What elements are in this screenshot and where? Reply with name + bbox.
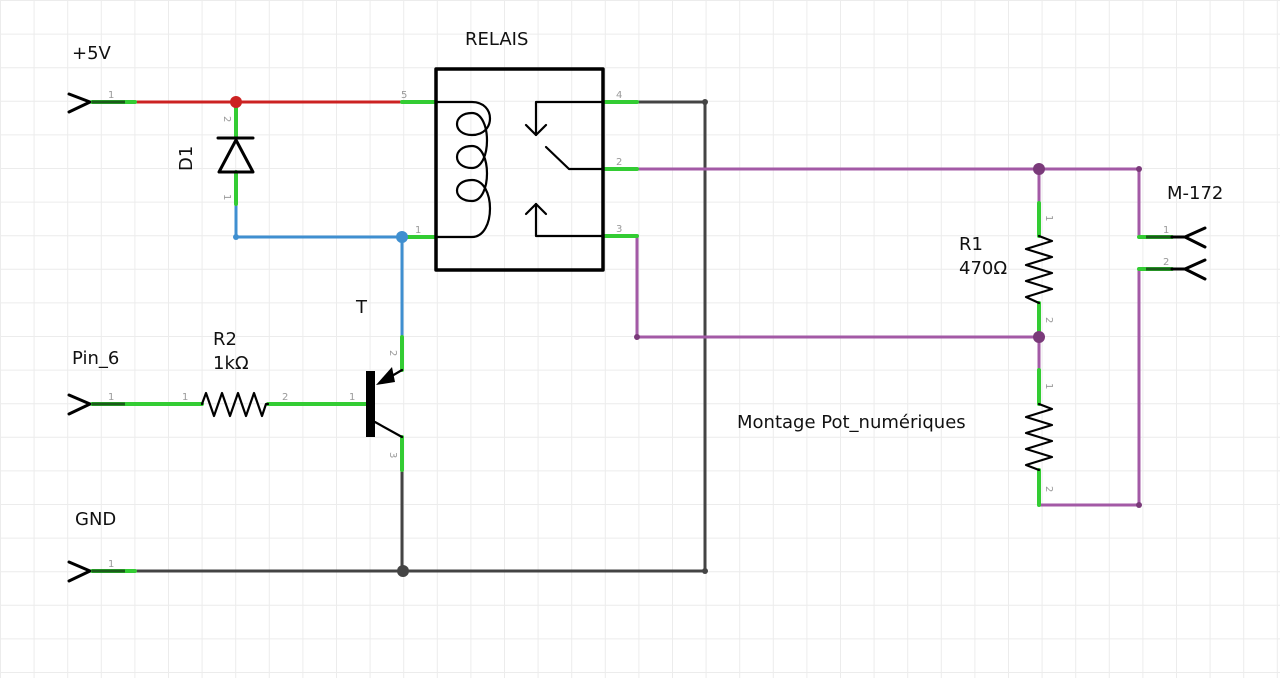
pin-number: 2	[1163, 257, 1169, 268]
junction-coil[interactable]	[396, 231, 408, 243]
relay-coil-icon	[434, 100, 491, 239]
pin-number: 1	[108, 559, 114, 570]
pin-number: 2	[387, 350, 398, 356]
pin-number: 1	[349, 392, 355, 403]
resistor-zigzag-icon	[1024, 402, 1054, 472]
port-label-pin6: Pin_6	[72, 348, 120, 369]
resistor-label-r2: R2	[213, 329, 237, 350]
pin-number: 1	[182, 392, 188, 403]
pin-number: 2	[1043, 486, 1054, 492]
pin-number: 1	[221, 194, 232, 200]
pin-number: 1	[108, 392, 114, 403]
resistor-value-r2: 1kΩ	[213, 353, 249, 374]
junction-contact-corner-c	[1136, 502, 1142, 508]
transistor-base-bar	[366, 371, 375, 437]
resistor-pot[interactable]	[1024, 402, 1054, 472]
port-label-m172: M-172	[1167, 183, 1224, 204]
port-label-gnd: GND	[75, 509, 117, 530]
pin-number: 1	[415, 225, 421, 236]
diode-d1[interactable]	[216, 136, 255, 174]
pin-number: 5	[401, 90, 407, 101]
resistor-label-r1: R1	[959, 234, 983, 255]
relay-no-contact	[534, 202, 605, 238]
pin-number: 3	[387, 452, 398, 458]
port-label-vcc: +5V	[72, 43, 111, 64]
transistor-t[interactable]	[366, 367, 404, 439]
pin-number: 1	[1163, 225, 1169, 236]
pin-number: 2	[221, 116, 232, 122]
pin-number: 4	[616, 90, 622, 101]
pin-number: 1	[108, 90, 114, 101]
relay-no-arrow-icon	[524, 202, 548, 216]
junction-contact-com[interactable]	[1033, 163, 1045, 175]
junction-gnd-corner-top	[702, 99, 708, 105]
pot-label: Montage Pot_numériques	[737, 412, 966, 433]
relay-com-switch	[544, 145, 605, 171]
net-coil[interactable]	[234, 202, 404, 339]
connector-chevron-icon	[1183, 226, 1207, 249]
connector-vcc[interactable]	[67, 92, 92, 114]
pin-number: 3	[616, 224, 622, 235]
resistor-r2[interactable]	[200, 391, 270, 418]
resistor-r1[interactable]	[1024, 234, 1054, 305]
diode-triangle-icon	[217, 138, 255, 174]
relay-nc-contact	[534, 100, 605, 137]
relay[interactable]	[434, 67, 605, 272]
junction-contact-corner-a	[1136, 166, 1142, 172]
pin-number: 2	[616, 157, 622, 168]
connector-stub-cores	[92, 100, 1175, 573]
transistor-arrow-icon	[376, 367, 395, 385]
connector-gnd[interactable]	[67, 560, 92, 583]
connector-chevron-icon	[67, 393, 92, 416]
transistor-label-t: T	[356, 297, 367, 318]
resistor-zigzag-icon	[200, 391, 270, 418]
junction-contact-corner-b	[634, 334, 640, 340]
diode-label-d1: D1	[176, 145, 197, 171]
pin-number: 1	[1043, 383, 1054, 389]
connector-m172[interactable]	[1170, 226, 1207, 281]
connector-chevron-icon	[67, 92, 92, 114]
relay-label: RELAIS	[465, 29, 529, 50]
connector-pin6[interactable]	[67, 393, 92, 416]
junction-gnd-corner-bottom	[702, 568, 708, 574]
pin-number: 1	[1043, 215, 1054, 221]
pin-number: 2	[282, 392, 288, 403]
junction-contact-no[interactable]	[1033, 331, 1045, 343]
junction-5v[interactable]	[230, 96, 242, 108]
junction-coil-corner	[233, 234, 239, 240]
wire-coil[interactable]	[234, 202, 404, 239]
resistor-value-r1: 470Ω	[959, 258, 1008, 279]
relay-nc-arrow-icon	[524, 123, 548, 137]
transistor-collector	[373, 420, 404, 439]
connector-chevron-icon	[67, 560, 92, 583]
junction-gnd[interactable]	[397, 565, 409, 577]
pin-number: 2	[1043, 317, 1054, 323]
resistor-zigzag-icon	[1024, 234, 1054, 305]
wire-com[interactable]	[635, 167, 1141, 239]
